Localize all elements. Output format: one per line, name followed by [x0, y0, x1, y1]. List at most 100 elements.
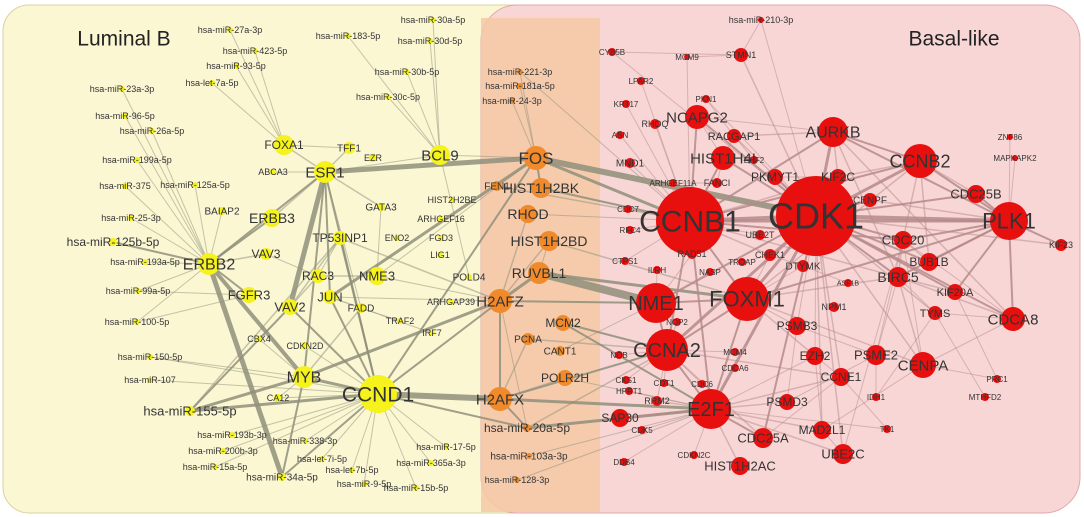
node-rrm2[interactable] [652, 396, 662, 406]
node-cyb5b[interactable] [608, 48, 616, 56]
node-npm1[interactable] [829, 302, 839, 312]
node-ilrh[interactable] [653, 266, 661, 274]
node-ccnb2[interactable] [903, 144, 937, 178]
node-kif23[interactable] [1055, 239, 1067, 251]
node-asf1b[interactable] [844, 279, 852, 287]
node-cant1[interactable] [555, 346, 565, 356]
node-cdc25a[interactable] [753, 428, 773, 448]
node-pold4[interactable] [466, 274, 472, 280]
node-hsa-let-7i-5p[interactable] [319, 456, 325, 462]
node-hsa-mir-25-3p[interactable] [128, 215, 134, 221]
node-cdc6[interactable] [698, 380, 706, 388]
node-rhod[interactable] [519, 205, 537, 223]
node-asn[interactable] [616, 131, 624, 139]
node-lpar2[interactable] [637, 77, 645, 85]
node-hsa-mir-17-5p[interactable] [443, 444, 449, 450]
node-bcl9[interactable] [430, 145, 450, 165]
node-ncapg2[interactable] [685, 105, 709, 129]
node-hsa-mir-23a-3p[interactable] [119, 86, 125, 92]
node-gata3[interactable] [377, 203, 385, 211]
node-hsa-mir-30b-5p[interactable] [404, 69, 410, 75]
node-troap[interactable] [738, 258, 746, 266]
node-hsa-mir-9-5p[interactable] [361, 481, 367, 487]
node-hsa-mir-30a-5p[interactable] [430, 17, 436, 23]
node-myb[interactable] [293, 366, 315, 388]
node-fadd[interactable] [356, 303, 366, 313]
node-ehf2[interactable] [750, 156, 758, 164]
node-fos[interactable] [524, 146, 548, 170]
node-nasp[interactable] [706, 268, 714, 276]
node-hist1h2bk[interactable] [531, 178, 551, 198]
node-cdkn2c[interactable] [690, 451, 698, 459]
node-hsa-mir-26a-5p[interactable] [149, 128, 155, 134]
node-baiap2[interactable] [218, 207, 226, 215]
node-stmn1[interactable] [734, 48, 748, 62]
node-ccna2[interactable] [646, 329, 688, 371]
node-rac3[interactable] [311, 269, 325, 283]
node-esr1[interactable] [314, 161, 336, 183]
node-cdc25b[interactable] [967, 185, 985, 203]
node-hist1h2ac[interactable] [731, 457, 749, 475]
node-nop2[interactable] [673, 318, 681, 326]
node-tff1[interactable] [343, 142, 355, 154]
node-fen1[interactable] [492, 181, 502, 191]
node-cdca8[interactable] [1001, 307, 1025, 331]
node-hsa-mir-338-3p[interactable] [302, 438, 308, 444]
node-hsa-mir-181a-5p[interactable] [517, 83, 523, 89]
node-hsa-mir-27a-3p[interactable] [227, 27, 233, 33]
node-hsa-mir-125b-5p[interactable] [109, 238, 117, 246]
node-sap30[interactable] [611, 409, 629, 427]
node-hprt1[interactable] [625, 387, 633, 395]
node-racgap1[interactable] [727, 129, 741, 143]
node-cdc20[interactable] [894, 231, 912, 249]
node-rad51[interactable] [687, 249, 697, 259]
node-psme2[interactable] [866, 345, 886, 365]
node-arhgap39[interactable] [448, 299, 454, 305]
node-hsa-mir-375[interactable] [122, 183, 128, 189]
node-mad2l1[interactable] [813, 421, 831, 439]
node-ccnd1[interactable] [359, 375, 397, 413]
node-hsa-mir-15a-5p[interactable] [212, 464, 218, 470]
node-lig1[interactable] [437, 252, 443, 258]
node-hsa-mir-99a-5p[interactable] [135, 288, 141, 294]
node-jun[interactable] [323, 290, 337, 304]
node-fgd3[interactable] [438, 235, 444, 241]
node-tp53inp1[interactable] [333, 231, 347, 245]
node-rhoq[interactable] [650, 119, 660, 129]
node-hsa-mir-30d-5p[interactable] [427, 38, 433, 44]
node-hsa-mir-103a-3p[interactable] [526, 453, 532, 459]
node-hsa-mir-125a-5p[interactable] [192, 182, 198, 188]
node-cdt1[interactable] [660, 379, 668, 387]
node-mcm4[interactable] [731, 348, 739, 356]
node-tk1[interactable] [883, 425, 891, 433]
node-hsa-mir-30c-5p[interactable] [385, 94, 391, 100]
node-birc5[interactable] [888, 267, 908, 287]
node-hsa-mir-20a-5p[interactable] [523, 424, 531, 432]
node-tyms[interactable] [928, 306, 942, 320]
node-chek1[interactable] [764, 249, 776, 261]
node-ezh2[interactable] [806, 347, 824, 365]
node-aurkb[interactable] [818, 117, 848, 147]
node-znf86[interactable] [1007, 134, 1013, 140]
node-traf2[interactable] [397, 318, 403, 324]
node-hist1h4i[interactable] [711, 146, 735, 170]
node-hsa-mir-193b-3p[interactable] [229, 432, 235, 438]
node-ddb4[interactable] [620, 458, 628, 466]
node-hsa-mir-199a-5p[interactable] [134, 157, 140, 163]
node-vav2[interactable] [282, 299, 298, 315]
node-h2afx[interactable] [488, 387, 512, 411]
node-pkmyt1[interactable] [767, 169, 783, 185]
node-hsa-mir-107[interactable] [147, 377, 153, 383]
node-kif20a[interactable] [947, 284, 963, 300]
node-idh1[interactable] [872, 393, 880, 401]
node-cenpa[interactable] [910, 352, 936, 378]
node-ccne1[interactable] [832, 368, 850, 386]
node-ccnb1[interactable] [656, 187, 724, 255]
node-hsa-mir-183-5p[interactable] [345, 33, 351, 39]
node-abca3[interactable] [270, 169, 276, 175]
node-psmd3[interactable] [779, 394, 795, 410]
node-h2afz[interactable] [488, 289, 512, 313]
node-e2f1[interactable] [691, 389, 731, 429]
node-ruvbl1[interactable] [528, 262, 550, 284]
node-hsa-let-7a-5p[interactable] [209, 80, 215, 86]
